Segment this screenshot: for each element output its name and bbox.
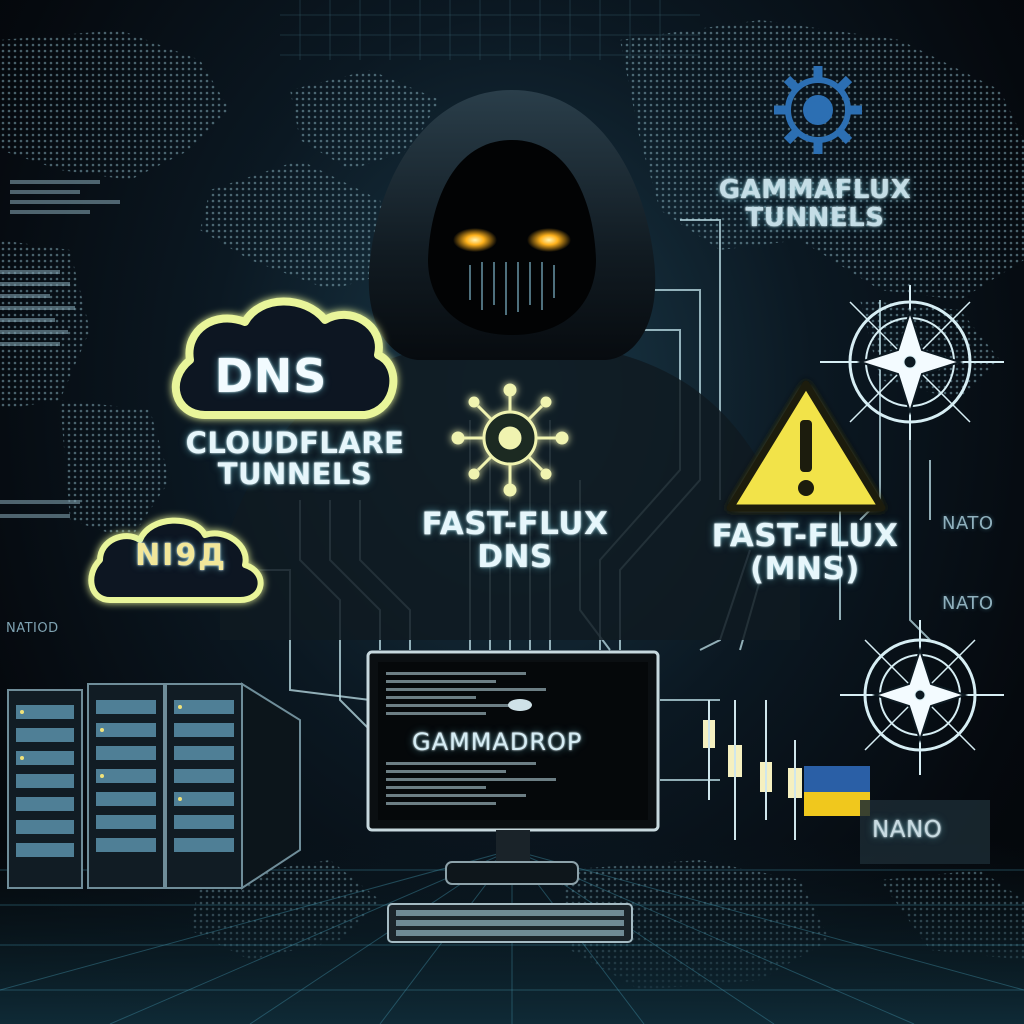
sky-grid <box>280 0 700 60</box>
side-text-label: NATIOD <box>6 621 59 636</box>
cloud-icon <box>171 297 398 419</box>
code-text-left <box>0 180 120 518</box>
compass-star-icon <box>840 620 1004 775</box>
gammaflux-line-2: TUNNELS <box>745 203 885 234</box>
keyboard-icon <box>387 903 633 943</box>
gammadrop-screen-label: GAMMADROP <box>412 728 583 756</box>
warning-triangle-icon <box>726 380 886 512</box>
fastflux-dns-label: FAST-FLUX DNS <box>400 506 630 576</box>
virus-icon <box>451 383 569 497</box>
server-rack-icon <box>7 682 301 890</box>
fastflux-mns-label: FAST-FLUX (MNS) <box>690 518 920 588</box>
compass-star-icon <box>820 285 1004 440</box>
cloud-icon <box>88 517 264 603</box>
nato-label-2: NATO <box>942 593 994 614</box>
gear-icon <box>774 66 862 154</box>
dns-cloud-label: DNS <box>214 349 328 403</box>
fastflux-dns-line-2: DNS <box>477 539 553 576</box>
gammaflux-tunnels-label: GAMMAFLUX TUNNELS <box>700 176 930 232</box>
nato-label-1: NATO <box>942 513 994 534</box>
fastflux-mns-line-2: (MNS) <box>750 551 860 588</box>
light-pins <box>703 700 802 840</box>
fastflux-dns-line-1: FAST-FLUX <box>421 506 609 542</box>
nano-label: NANO <box>872 817 943 843</box>
flag-icon <box>804 766 990 864</box>
cloudflare-line-1: CLOUDFLARE <box>185 426 405 460</box>
monitor-icon <box>366 650 660 885</box>
gammaflux-line-1: GAMMAFLUX <box>718 175 912 205</box>
cloudflare-line-2: TUNNELS <box>217 457 373 492</box>
small-cloud-label: NI9Д <box>135 538 227 573</box>
fastflux-mns-line-1: FAST-FLUX <box>711 518 899 554</box>
cloudflare-tunnels-label: CLOUDFLARE TUNNELS <box>150 426 440 492</box>
